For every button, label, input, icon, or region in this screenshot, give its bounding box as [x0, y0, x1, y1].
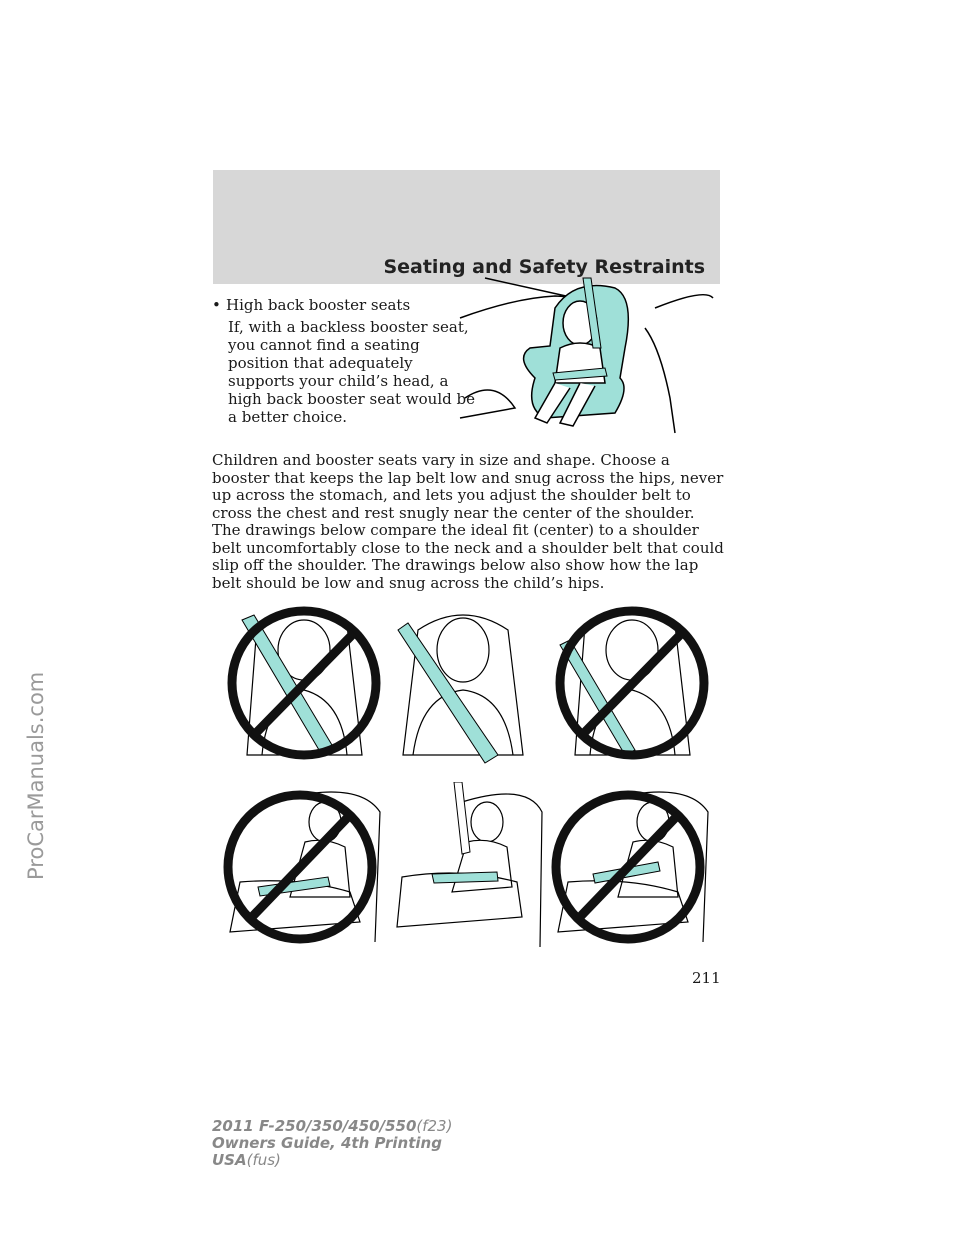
high-back-booster-illustration: [459, 277, 714, 434]
prohibited-circle-icon: [555, 606, 709, 760]
footer-model-code: (f23): [416, 1117, 453, 1135]
prohibited-circle-icon: [227, 606, 381, 760]
bullet-text: High back booster seats: [226, 296, 411, 314]
shoulder-belt-too-close-illustration: [227, 606, 381, 760]
footer-guide: Owners Guide, 4th Printing: [212, 1134, 442, 1152]
footer-model: 2011 F-250/350/450/550: [212, 1117, 417, 1135]
body-paragraph: Children and booster seats vary in size …: [212, 451, 724, 592]
shoulder-belt-slipping-illustration: [555, 606, 709, 760]
footer-region: USA: [212, 1151, 247, 1169]
section-header-band: [213, 170, 720, 284]
lap-belt-correct-illustration: [396, 782, 543, 948]
document-footer: 2011 F-250/350/450/550(f23) Owners Guide…: [212, 1118, 452, 1169]
intro-paragraph: If, with a backless booster seat, you ca…: [228, 318, 475, 426]
prohibited-circle-icon: [223, 790, 377, 944]
prohibited-circle-icon: [551, 790, 705, 944]
lap-belt-too-high-illustration: [223, 790, 381, 944]
section-title: Seating and Safety Restraints: [383, 256, 705, 278]
lap-belt-slipping-illustration: [551, 790, 709, 944]
shoulder-belt-correct-illustration: [397, 614, 524, 764]
watermark: ProCarManuals.com: [24, 671, 48, 880]
footer-region-code: (fus): [246, 1151, 281, 1169]
page-number: 211: [692, 969, 721, 987]
bullet-item: • High back booster seats: [212, 296, 410, 314]
bullet-dot: •: [212, 296, 221, 314]
